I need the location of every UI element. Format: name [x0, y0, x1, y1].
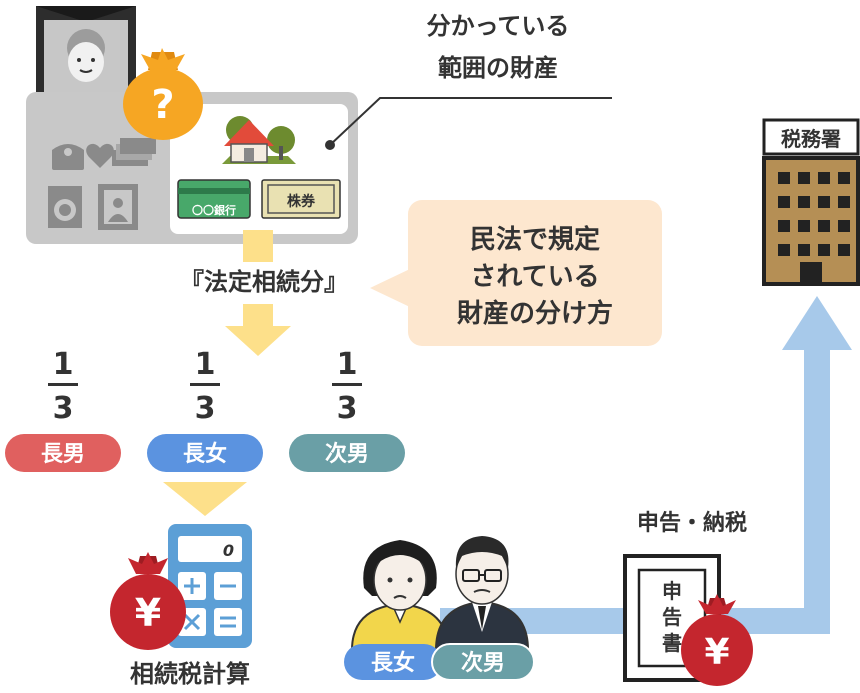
- svg-text:長男: 長男: [41, 442, 85, 467]
- cash-stack-icon: [112, 138, 156, 166]
- svg-text:長女: 長女: [371, 650, 415, 676]
- civil-law-note-1: 民法で規定: [470, 224, 600, 255]
- money-bag-question-icon: ?: [123, 48, 203, 140]
- svg-text:1: 1: [195, 347, 216, 382]
- washing-machine-icon: [48, 186, 82, 228]
- yen-symbol-calc: ¥: [135, 591, 161, 635]
- leader-line: [329, 97, 612, 146]
- svg-text:1: 1: [53, 347, 74, 382]
- flow-arrow-lower-icon: [163, 482, 247, 516]
- civil-law-note-3: 財産の分け方: [457, 298, 613, 329]
- fraction-second-son: 1 3: [332, 347, 362, 426]
- civil-law-note-bubble: 民法で規定 されている 財産の分け方: [370, 200, 662, 346]
- fraction-eldest-daughter: 1 3: [190, 347, 220, 426]
- yen-symbol-filing: ¥: [704, 632, 729, 673]
- filing-label: 申告・納税: [637, 510, 747, 536]
- house-icon: [222, 116, 296, 164]
- svg-text:申: 申: [662, 579, 682, 603]
- filer-badge-second-son: 次男: [431, 643, 535, 681]
- heir-badge-second-son: 次男: [289, 434, 405, 472]
- calculation-label: 相続税計算: [130, 660, 250, 688]
- svg-text:長女: 長女: [183, 441, 227, 467]
- svg-text:3: 3: [53, 391, 74, 426]
- telephone-icon: [52, 144, 84, 170]
- svg-text:1: 1: [337, 347, 358, 382]
- svg-text:告: 告: [662, 605, 682, 629]
- tax-office-building-icon: 税務署: [762, 118, 860, 286]
- svg-text:次男: 次男: [325, 441, 369, 467]
- calculator-icon: 0: [168, 524, 252, 648]
- known-assets-label-1: 分かっている: [427, 12, 570, 40]
- flow-arrow-upper-stem: [243, 230, 273, 262]
- svg-text:3: 3: [195, 391, 216, 426]
- heart-icon: [86, 143, 114, 168]
- svg-text:3: 3: [337, 391, 358, 426]
- filer-badge-eldest-daughter: 長女: [344, 644, 442, 680]
- svg-text:書: 書: [662, 631, 682, 655]
- svg-text:次男: 次男: [461, 650, 505, 676]
- heir-badge-eldest-son: 長男: [5, 434, 121, 472]
- known-assets-label-2: 範囲の財産: [438, 54, 558, 82]
- bank-passbook-icon: 〇〇銀行: [177, 179, 251, 219]
- calculator-display: 0: [223, 541, 234, 560]
- bank-label: 〇〇銀行: [192, 203, 236, 217]
- filing-arrow-icon: [440, 296, 852, 634]
- tax-office-label: 税務署: [781, 127, 841, 151]
- framed-picture-icon: [98, 184, 138, 230]
- money-bag-yen-icon: ¥: [110, 552, 186, 650]
- statutory-share-title: 『法定相続分』: [180, 268, 348, 296]
- second-son-person-icon: [434, 536, 530, 651]
- eldest-daughter-person-icon: [350, 540, 450, 651]
- money-bag-yen-filing-icon: ¥: [681, 594, 753, 686]
- stock-certificate-icon: 株券: [261, 179, 341, 219]
- civil-law-note-2: されている: [470, 262, 599, 292]
- heir-badge-eldest-daughter: 長女: [147, 434, 263, 472]
- stock-label: 株券: [287, 193, 316, 210]
- fraction-eldest-son: 1 3: [48, 347, 78, 426]
- flow-arrow-mid-icon: [225, 304, 291, 356]
- question-mark: ?: [151, 82, 174, 128]
